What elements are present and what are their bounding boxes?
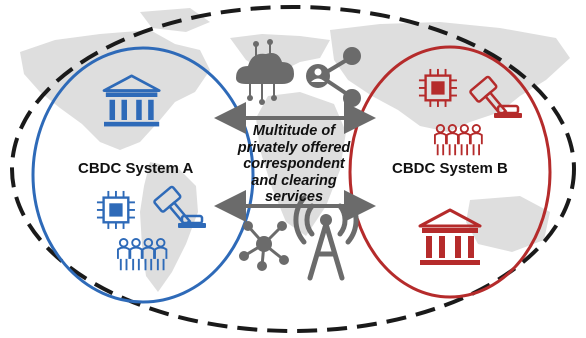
center-line: services <box>264 189 324 205</box>
system-a-ellipse <box>31 46 255 304</box>
system-a-label: CBDC System A <box>78 160 194 177</box>
chip-icon <box>417 67 459 109</box>
center-line: correspondent <box>243 156 345 172</box>
outer-dashed-boundary <box>10 5 576 333</box>
system-b-ellipse <box>348 45 552 299</box>
chip-icon <box>95 189 137 231</box>
center-description: Multitude of privately offered correspon… <box>222 123 366 206</box>
center-line: privately offered <box>237 139 351 156</box>
hub-icon <box>239 221 289 271</box>
center-line: and clearing <box>251 172 337 189</box>
cloud-icon <box>236 39 294 105</box>
system-b-label: CBDC System B <box>392 160 508 177</box>
center-line: Multitude of <box>252 123 336 139</box>
